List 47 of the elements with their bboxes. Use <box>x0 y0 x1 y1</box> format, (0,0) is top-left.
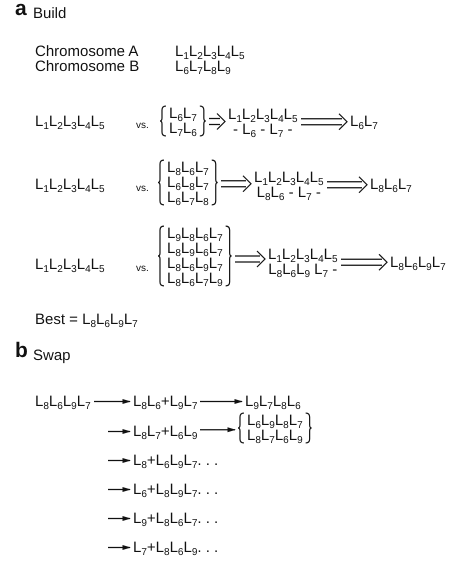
sequence-text: L$_{8}$+L$_{6}$L$_{9}$L$_{7}$. . . <box>133 453 218 468</box>
sequence-text: L$_{1}$L$_{2}$L$_{3}$L$_{4}$L$_{5}$ <box>35 177 105 192</box>
versus-text: vs. <box>136 262 149 276</box>
arrow <box>200 398 243 404</box>
implication-arrow <box>208 112 226 130</box>
alignment-text: L$_{1}$L$_{2}$L$_{3}$L$_{4}$L$_{5}$ L$_{8}$L$_{6}$ - L$_{7}$ - <box>254 170 324 200</box>
arrow <box>108 428 131 434</box>
sequence-text: L$_{9}$L$_{7}$L$_{8}$L$_{6}$ <box>245 394 301 409</box>
versus-text: vs. <box>136 119 149 133</box>
bracketed-list: L$_{8}$L$_{6}$L$_{7}$ L$_{6}$L$_{8}$L$_{7}$ L$_{6}$L$_{7}$L$_{8}$ <box>158 160 218 205</box>
bracketed-list: L$_{6}$L$_{9}$L$_{8}$L$_{7}$ L$_{8}$L$_{7}$L$_{6}$L$_{9}$ <box>238 413 312 443</box>
implication-arrow <box>234 250 266 268</box>
sequence-text: L$_{7}$+L$_{8}$L$_{6}$L$_{9}$. . . <box>133 540 218 555</box>
sequence-text: L$_{6}$L$_{7}$L$_{8}$L$_{9}$ <box>175 59 231 74</box>
arrow <box>108 544 131 550</box>
implication-arrow <box>326 176 368 194</box>
sequence-text: L$_{1}$L$_{2}$L$_{3}$L$_{4}$L$_{5}$ <box>35 114 105 129</box>
panel-title: Build <box>33 6 66 21</box>
panel-title: Swap <box>33 348 71 363</box>
sequence-text: L$_{6}$L$_{7}$ <box>350 114 378 129</box>
panel-letter: b <box>15 343 28 358</box>
arrow <box>108 486 131 492</box>
row-label: Chromosome A <box>35 44 138 59</box>
sequence-text: L$_{1}$L$_{2}$L$_{3}$L$_{4}$L$_{5}$ <box>175 44 245 59</box>
row-label: Chromosome B <box>35 59 140 74</box>
sequence-text: L$_{8}$L$_{6}$L$_{7}$ <box>370 177 412 192</box>
arrow <box>108 458 131 464</box>
arrow <box>108 516 131 522</box>
sequence-text: L$_{8}$L$_{6}$L$_{9}$L$_{7}$ <box>35 394 91 409</box>
implication-arrow <box>300 113 348 130</box>
versus-text: vs. <box>136 182 149 196</box>
bracketed-list: L$_{9}$L$_{8}$L$_{6}$L$_{7}$ L$_{8}$L$_{9}$L$_{6}$L$_{7}$ L$_{8}$L$_{6}$L$_{9}$L$_{7}$ L$_{8}$L$_{6}$L$_{7}$L$_{9}$ <box>158 226 232 286</box>
arrow <box>200 427 236 432</box>
arrow <box>94 398 131 404</box>
sequence-text: L$_{8}$L$_{6}$L$_{9}$L$_{7}$ <box>390 255 446 270</box>
panel-letter: a <box>15 1 27 16</box>
alignment-text: L$_{1}$L$_{2}$L$_{3}$L$_{4}$L$_{5}$ L$_{8}$L$_{6}$L$_{9}$ L$_{7}$ - <box>268 247 338 277</box>
sequence-text: L$_{6}$+L$_{8}$L$_{9}$L$_{7}$. . . <box>133 482 218 497</box>
sequence-text: L$_{8}$L$_{7}$+L$_{6}$L$_{9}$ <box>133 424 198 439</box>
sequence-text: L$_{9}$+L$_{8}$L$_{6}$L$_{7}$. . . <box>133 511 218 526</box>
result-text: Best = L$_{8}$L$_{6}$L$_{9}$L$_{7}$ <box>35 312 138 327</box>
sequence-text: L$_{8}$L$_{6}$+L$_{9}$L$_{7}$ <box>133 394 198 409</box>
implication-arrow <box>340 254 388 271</box>
bracketed-list: L$_{6}$L$_{7}$ L$_{7}$L$_{6}$ <box>160 106 206 136</box>
sequence-text: L$_{1}$L$_{2}$L$_{3}$L$_{4}$L$_{5}$ <box>35 257 105 272</box>
alignment-text: L$_{1}$L$_{2}$L$_{3}$L$_{4}$L$_{5}$ - L$_{6}$ - L$_{7}$ - <box>228 107 298 137</box>
implication-arrow <box>220 175 252 192</box>
